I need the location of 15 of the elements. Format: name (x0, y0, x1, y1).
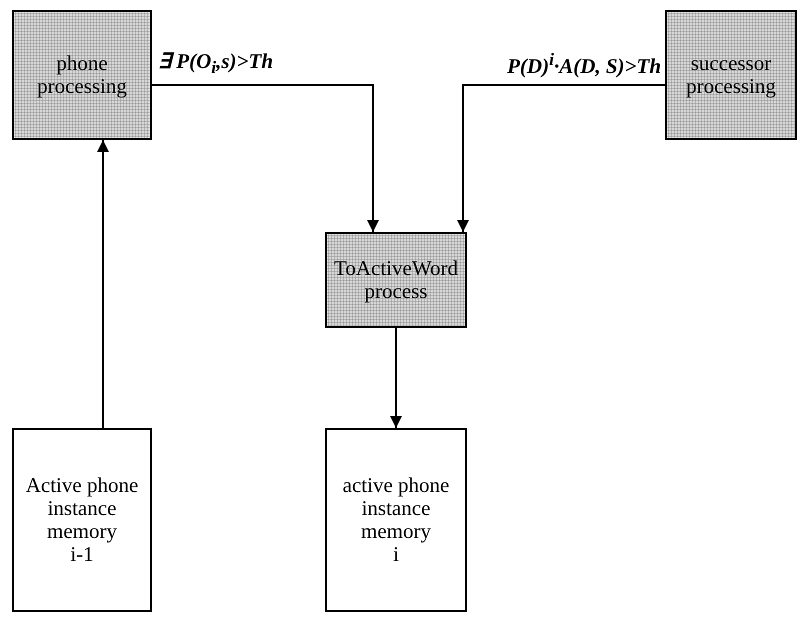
node-text: i (393, 543, 399, 566)
memory-box (325, 428, 467, 612)
arrow (390, 328, 402, 428)
node-text: i-1 (70, 543, 94, 566)
node-text: phone processing (36, 52, 128, 98)
process-box (665, 10, 797, 140)
process-box (325, 232, 467, 328)
node-text: ToActiveWord process (333, 256, 459, 304)
edge-label: P(D)$^{i}$·A(D, S)>Th (507, 50, 661, 78)
arrow (152, 84, 379, 232)
memory-box (12, 428, 152, 612)
process-box (12, 10, 152, 140)
arrow (457, 84, 665, 232)
arrow (97, 140, 109, 428)
node-text: successor processing (685, 52, 777, 98)
